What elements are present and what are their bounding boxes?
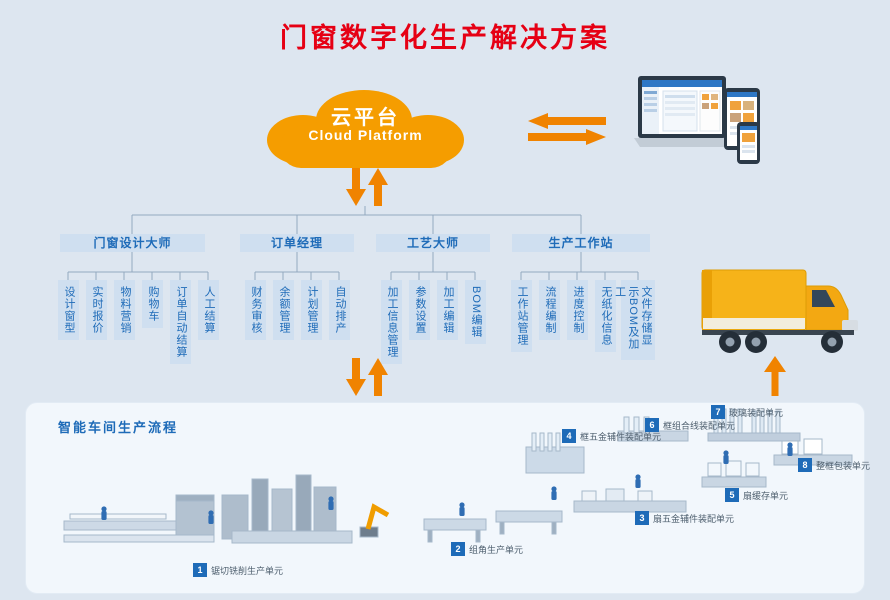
tree-leaf: 自动排产 (329, 280, 350, 340)
cloud-subtitle: Cloud Platform (308, 127, 423, 143)
tree-leaf: 实时报价 (86, 280, 107, 340)
tree-leaf: BOM编辑 (465, 280, 486, 345)
truck-illustration (701, 269, 858, 353)
unit-number-badge: 7 (711, 405, 725, 419)
tree-leaf: 进度控制 (567, 280, 588, 340)
unit-number-badge: 1 (193, 563, 207, 577)
devices-illustration (634, 76, 760, 164)
saw-line (63, 494, 215, 543)
cloud-tree-arrows-icon (346, 168, 388, 206)
unit-label: 组角生产单元 (469, 544, 524, 555)
unit-marker: 2 组角生产单元 (451, 542, 523, 556)
unit-label: 整框包装单元 (816, 460, 871, 471)
branch-header-order-manager: 订单经理 (240, 234, 354, 252)
tree-leaf: 加工信息管理 (381, 280, 402, 364)
unit-number-badge: 3 (635, 511, 649, 525)
branch-header-production-station: 生产工作站 (512, 234, 650, 252)
tree-leaf: 购物车 (142, 280, 163, 328)
tree-workshop-arrows-icon (346, 358, 388, 396)
workshop-truck-arrow-icon (764, 356, 786, 396)
unit-marker: 7 玻璃装配单元 (711, 405, 783, 419)
unit-label: 框组合线装配单元 (663, 420, 736, 431)
tree-leaf: 余额管理 (273, 280, 294, 340)
unit-marker: 4 框五金辅件装配单元 (562, 429, 661, 443)
unit-number-badge: 5 (725, 488, 739, 502)
tree-leaf: 无纸化信息 (595, 280, 616, 352)
tree-leaf: 流程编制 (539, 280, 560, 340)
robot-arm-icon (359, 503, 390, 538)
tree-leaf: 设计窗型 (58, 280, 79, 340)
tree-leaf: 文件存储显示BOM及加工 (614, 280, 655, 360)
unit-label: 锯切铣削生产单元 (211, 565, 284, 576)
phone-icon (737, 122, 760, 164)
tree-leaf: 人工结算 (198, 280, 219, 340)
unit-number-badge: 6 (645, 418, 659, 432)
cnc-machines (221, 474, 353, 544)
tree-leaf: 物料营销 (114, 280, 135, 340)
tree-leaf: 参数设置 (409, 280, 430, 340)
laptop-icon (634, 76, 730, 147)
unit-marker: 8 整框包装单元 (798, 458, 870, 472)
branch-header-process-master: 工艺大师 (376, 234, 490, 252)
tree-leaf: 计划管理 (301, 280, 322, 340)
unit-number-badge: 4 (562, 429, 576, 443)
unit-label: 扇缓存单元 (743, 490, 789, 501)
unit-label: 框五金辅件装配单元 (580, 431, 662, 442)
sash-buffer-rack (701, 460, 767, 488)
sash-hardware-conveyor (573, 488, 687, 513)
tree-connectors (67, 206, 639, 280)
corner-crimp-tables (423, 510, 563, 543)
cloud-title: 云平台 (331, 107, 400, 129)
tree-leaf: 工作站管理 (511, 280, 532, 352)
unit-marker: 5 扇缓存单元 (725, 488, 788, 502)
branch-header-design-master: 门窗设计大师 (60, 234, 205, 252)
cloud-icon (267, 90, 464, 168)
sync-arrows-icon (528, 113, 606, 145)
unit-number-badge: 2 (451, 542, 465, 556)
workshop-title: 智能车间生产流程 (58, 420, 179, 435)
unit-marker: 6 框组合线装配单元 (645, 418, 735, 432)
workshop-panel: 智能车间生产流程 1 锯切铣削生产单元 2 组角生产单元 3 扇五金辅件装配单元… (25, 402, 870, 594)
unit-label: 扇五金辅件装配单元 (653, 513, 735, 524)
unit-number-badge: 8 (798, 458, 812, 472)
page-title: 门窗数字化生产解决方案 (280, 23, 610, 53)
tree-leaf: 财务审核 (245, 280, 266, 340)
unit-label: 玻璃装配单元 (729, 407, 784, 418)
unit-marker: 3 扇五金辅件装配单元 (635, 511, 734, 525)
tree-leaf: 加工编辑 (437, 280, 458, 340)
unit-marker: 1 锯切铣削生产单元 (193, 563, 283, 577)
tree-leaf: 订单自动结算 (170, 280, 191, 364)
